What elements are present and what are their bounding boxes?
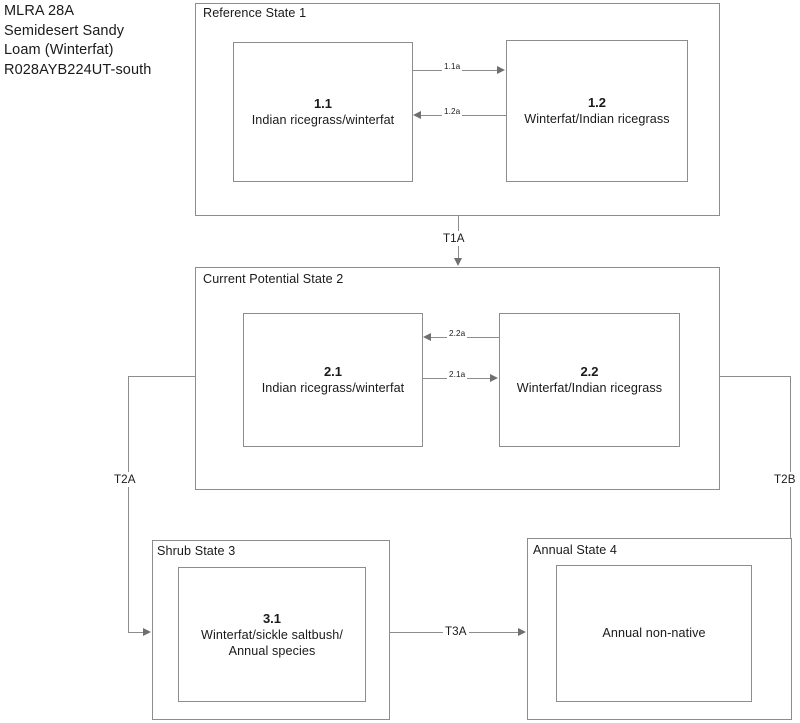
pathway-label-1-2a: 1.2a xyxy=(442,107,463,116)
diagram-title: MLRA 28A Semidesert Sandy Loam (Winterfa… xyxy=(4,2,190,80)
community-name-1-1: Indian ricegrass/winterfat xyxy=(251,113,395,128)
title-line-2: Semidesert Sandy xyxy=(4,22,125,39)
transition-label-t2b: T2B xyxy=(772,472,798,487)
community-box-1-1[interactable]: 1.1 Indian ricegrass/winterfat xyxy=(233,42,413,182)
pathway-line-1-2a xyxy=(421,115,506,116)
title-line-3: Loam (Winterfat) xyxy=(4,42,114,58)
community-box-2-2[interactable]: 2.2 Winterfat/Indian ricegrass xyxy=(499,313,680,447)
community-id-3-1: 3.1 xyxy=(262,610,282,626)
community-name-3-1-line-1: Winterfat/sickle saltbush/ xyxy=(201,627,343,642)
community-id-2-2: 2.2 xyxy=(580,364,599,380)
state-label-annual-state-4: Annual State 4 xyxy=(533,543,618,557)
community-name-1-2: Winterfat/Indian ricegrass xyxy=(524,112,670,127)
title-line-1: MLRA 28A xyxy=(4,3,75,19)
pathway-label-2-2a: 2.2a xyxy=(447,329,468,338)
pathway-arrowhead-2-2a xyxy=(423,332,431,341)
pathway-arrowhead-1-1a xyxy=(497,65,505,74)
community-box-2-1[interactable]: 2.1 Indian ricegrass/winterfat xyxy=(243,313,423,447)
community-name-2-1: Indian ricegrass/winterfat xyxy=(261,381,405,396)
transition-label-t3a: T3A xyxy=(443,624,469,639)
community-name-2-2: Winterfat/Indian ricegrass xyxy=(516,381,663,396)
community-name-3-1-line-2: Annual species xyxy=(228,644,316,658)
state-label-reference-state-1: Reference State 1 xyxy=(203,6,307,20)
transition-label-t1a: T1A xyxy=(441,231,467,246)
pathway-arrowhead-2-1a xyxy=(490,373,498,382)
pathway-label-2-1a: 2.1a xyxy=(447,370,468,379)
transition-line-t2a-vertical xyxy=(128,376,129,632)
transition-arrowhead-t3a xyxy=(518,627,526,636)
transition-line-t2b-top xyxy=(720,376,790,377)
pathway-label-1-1a: 1.1a xyxy=(442,62,463,71)
community-box-3-1[interactable]: 3.1 Winterfat/sickle saltbush/ Annual sp… xyxy=(178,567,366,702)
transition-line-t2b-vertical xyxy=(790,376,791,632)
state-label-shrub-state-3: Shrub State 3 xyxy=(157,544,236,558)
community-box-1-2[interactable]: 1.2 Winterfat/Indian ricegrass xyxy=(506,40,688,182)
state-label-current-potential-state-2: Current Potential State 2 xyxy=(203,272,344,286)
title-line-4: R028AYB224UT-south xyxy=(4,61,152,78)
transition-label-t2a: T2A xyxy=(112,472,138,487)
community-id-1-1: 1.1 xyxy=(313,96,333,112)
transition-line-t2a-bottom xyxy=(128,632,144,633)
transition-arrowhead-t1a xyxy=(453,258,462,266)
community-box-4-1[interactable]: Annual non-native xyxy=(556,565,752,702)
pathway-arrowhead-1-2a xyxy=(413,110,421,119)
transition-arrowhead-t2a xyxy=(143,627,151,636)
community-id-2-1: 2.1 xyxy=(323,364,343,380)
community-name-4-1: Annual non-native xyxy=(602,626,706,641)
community-id-1-2: 1.2 xyxy=(587,95,607,111)
transition-line-t2a-top xyxy=(128,376,195,377)
